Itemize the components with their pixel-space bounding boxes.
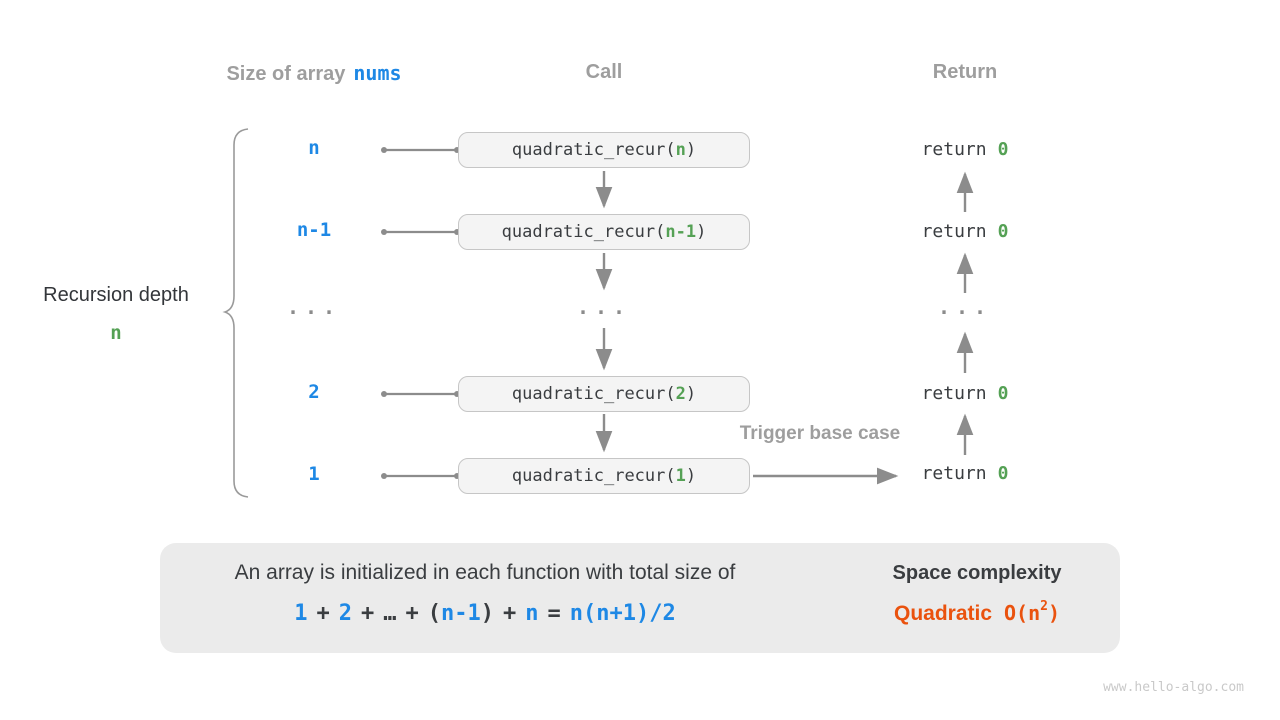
summary-formula: 1 +2 + … + (n-1) + n = n(n+1)/2 <box>180 601 790 626</box>
watermark: www.hello-algo.com <box>1103 680 1244 695</box>
return-value: 0 <box>997 221 1009 242</box>
formula-term: n <box>525 601 539 626</box>
big-o-exponent: 2 <box>1040 599 1048 615</box>
space-complexity-value: Quadratic O(n2) <box>862 599 1092 626</box>
return-row4: return 0 <box>875 383 1055 404</box>
call-close: ) <box>685 384 697 404</box>
call-close: ) <box>685 466 697 486</box>
summary-description: An array is initialized in each function… <box>234 561 736 584</box>
return-row2: return 0 <box>875 221 1055 242</box>
size-header-text: Size of array <box>226 63 346 85</box>
trigger-base-case-label: Trigger base case <box>739 423 901 444</box>
formula-term: n-1 <box>441 601 481 626</box>
formula-paren: ) <box>480 601 495 626</box>
column-header-size: Size of array nums <box>164 61 464 86</box>
call-text: quadratic_recur( <box>511 384 676 404</box>
size-ellipsis: ... <box>286 295 342 319</box>
call-box-row5: quadratic_recur(1) <box>458 458 750 494</box>
big-o-notation: O(n2) <box>1004 599 1061 625</box>
summary-panel <box>160 543 1120 653</box>
call-ellipsis: ... <box>576 295 632 319</box>
return-value: 0 <box>997 383 1009 404</box>
column-header-call: Call <box>585 61 623 83</box>
call-arg: 2 <box>675 384 686 404</box>
formula-operator: + <box>361 601 375 626</box>
size-label-row2: n-1 <box>296 219 332 241</box>
call-arg: n-1 <box>665 222 697 242</box>
formula-ellipsis: … <box>383 601 397 626</box>
return-ellipsis: ... <box>937 295 993 319</box>
complexity-word: Quadratic <box>893 602 993 625</box>
return-value: 0 <box>997 139 1009 160</box>
formula-term: 1 <box>294 601 308 626</box>
recursion-depth-value: n <box>110 322 122 344</box>
call-close: ) <box>685 140 697 160</box>
call-arg: n <box>675 140 686 160</box>
formula-term: 2 <box>338 601 353 626</box>
size-label-row1: n <box>308 137 320 159</box>
return-keyword: return <box>921 139 987 160</box>
return-value: 0 <box>997 463 1009 484</box>
call-box-row2: quadratic_recur(n-1) <box>458 214 750 250</box>
call-arg: 1 <box>675 466 686 486</box>
return-row5: return 0 <box>875 463 1055 484</box>
size-label-row5: 1 <box>308 463 320 485</box>
formula-equals: = <box>547 601 561 626</box>
call-text: quadratic_recur( <box>511 466 676 486</box>
size-label-row4: 2 <box>308 381 320 403</box>
call-box-row4: quadratic_recur(2) <box>458 376 750 412</box>
call-text: quadratic_recur( <box>511 140 676 160</box>
formula-operator: + <box>503 601 517 626</box>
formula-operator: + <box>405 601 419 626</box>
formula-result: n(n+1)/2 <box>569 601 676 626</box>
return-keyword: return <box>921 463 987 484</box>
formula-operator: + <box>316 601 330 626</box>
column-header-return: Return <box>932 61 998 83</box>
formula-paren: ( <box>427 601 442 626</box>
return-row1: return 0 <box>875 139 1055 160</box>
size-header-code: nums <box>353 61 402 85</box>
call-box-row1: quadratic_recur(n) <box>458 132 750 168</box>
return-keyword: return <box>921 383 987 404</box>
big-o-open: O(n <box>1004 601 1041 625</box>
return-keyword: return <box>921 221 987 242</box>
call-close: ) <box>696 222 707 242</box>
big-o-close: ) <box>1047 601 1061 625</box>
recursion-depth-label: Recursion depth <box>43 284 189 306</box>
space-complexity-title: Space complexity <box>892 562 1062 584</box>
call-text: quadratic_recur( <box>501 222 666 242</box>
